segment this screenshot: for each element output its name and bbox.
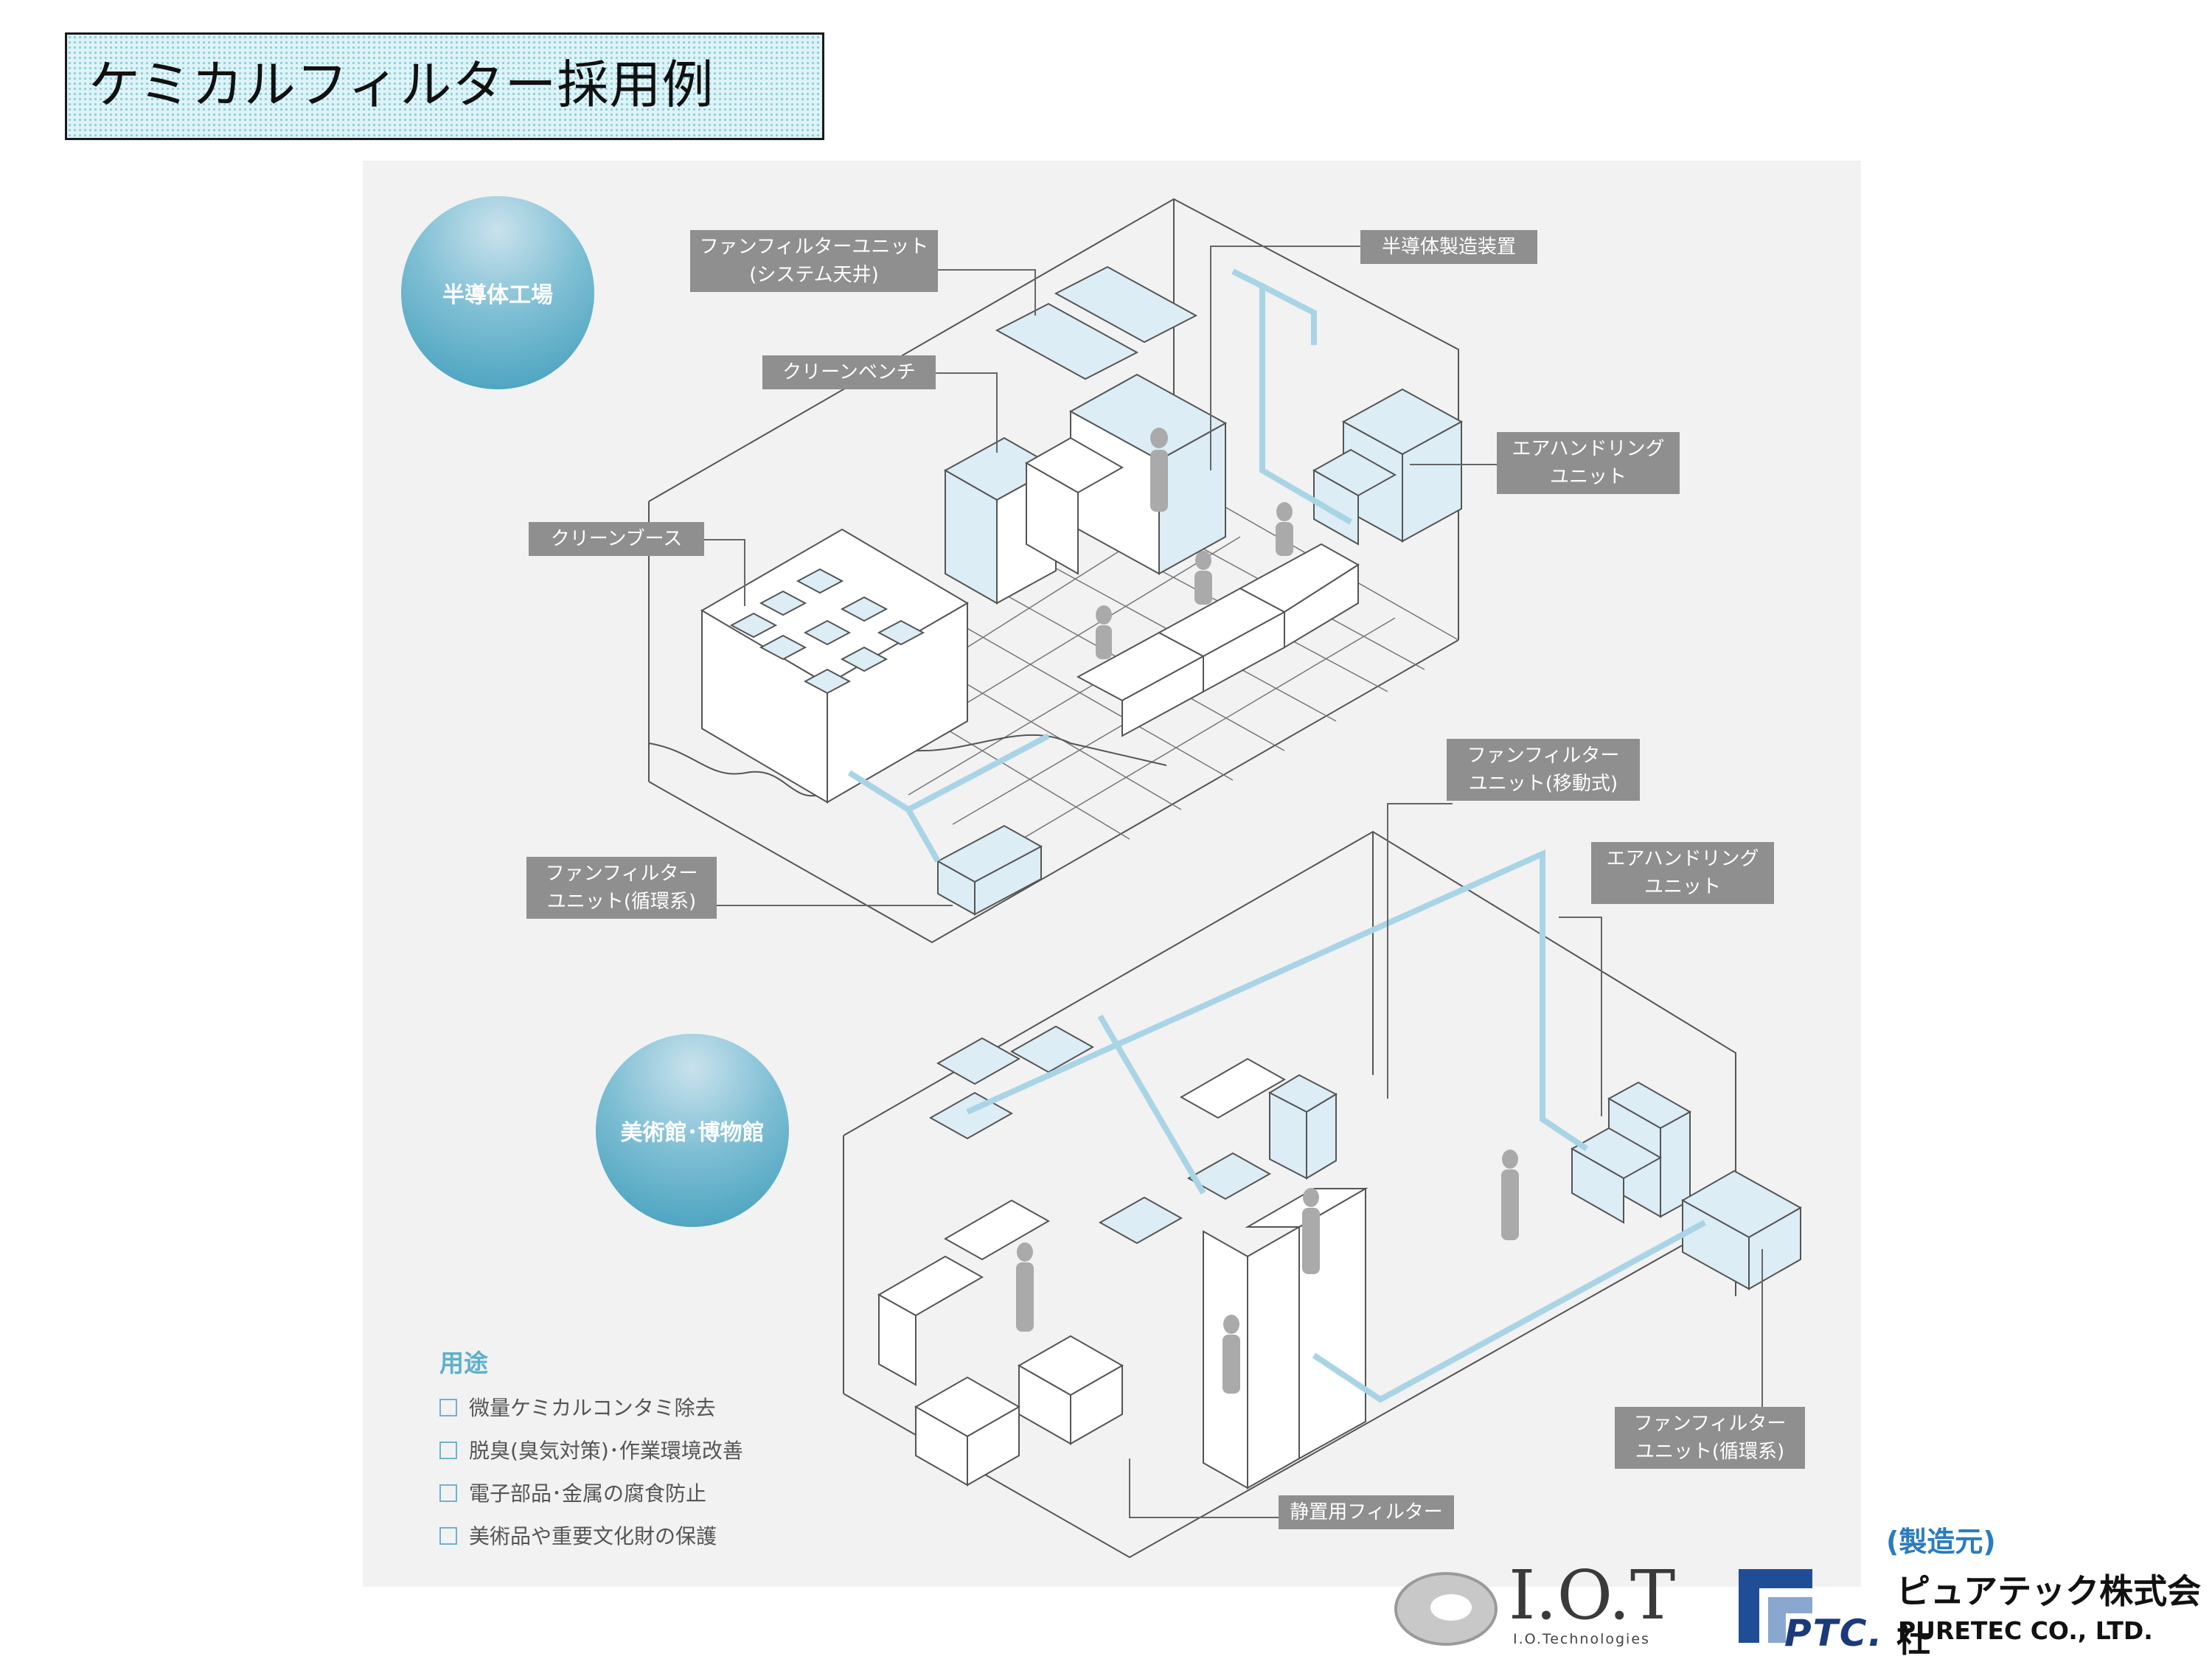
callout-ahu-top-line1: エアハンドリング [1512, 438, 1665, 460]
fab-room [648, 198, 1464, 944]
callout-ffu-circ-bottom-line2: ユニット(循環系) [1635, 1441, 1785, 1463]
uses-title: 用途 [439, 1349, 488, 1377]
callout-equipment: 半導体製造装置 [1360, 230, 1537, 264]
callout-ahu-top: エアハンドリング ユニット [1497, 432, 1680, 494]
puretec-name-en: PURETEC CO., LTD. [1898, 1616, 2153, 1645]
section-circle-fab: 半導体工場 [401, 196, 594, 389]
callout-static-filter-label: 静置用フィルター [1290, 1501, 1443, 1523]
callout-clean-bench-label: クリーンベンチ [782, 361, 916, 383]
ptc-logo-icon [1739, 1569, 1812, 1643]
callout-clean-booth: クリーンブース [529, 522, 704, 556]
use-item: 電子部品･金属の腐食防止 [439, 1478, 706, 1507]
callout-ffu-circ-top-line1: ファンフィルター [545, 863, 698, 885]
use-item-label: 微量ケミカルコンタミ除去 [469, 1396, 716, 1420]
callout-ffu-ceiling-line2: (システム天井) [749, 264, 879, 286]
checkbox-icon [439, 1399, 457, 1416]
use-item: 美術品や重要文化財の保護 [439, 1520, 717, 1550]
callout-ffu-ceiling: ファンフィルターユニット (システム天井) [690, 230, 938, 292]
callout-clean-booth-label: クリーンブース [550, 528, 683, 550]
room-illustration [648, 198, 1803, 1559]
page-title: ケミカルフィルター採用例 [88, 55, 714, 115]
iot-logo-subtext: I.O.Technologies [1513, 1631, 1650, 1647]
leader-lines [704, 246, 1763, 1518]
iot-logo-icon [1394, 1572, 1498, 1646]
illustration-panel: 半導体工場 美術館･博物館 ファンフィルターユニット (システム天井) 半導体製… [363, 161, 1861, 1587]
museum-room [843, 830, 1803, 1559]
callout-ahu-bottom: エアハンドリング ユニット [1591, 842, 1774, 904]
checkbox-icon [439, 1484, 457, 1502]
callout-ffu-circ-top-line2: ユニット(循環系) [546, 891, 697, 913]
callout-ffu-mobile-line1: ファンフィルター [1467, 745, 1620, 767]
callout-ffu-mobile: ファンフィルター ユニット(移動式) [1447, 739, 1640, 801]
puretec-name-jp: ピュアテック株式会社 [1896, 1571, 2202, 1660]
checkbox-icon [439, 1442, 457, 1459]
use-item: 微量ケミカルコンタミ除去 [439, 1392, 716, 1422]
ptc-logo-text: PTC. [1784, 1612, 1884, 1655]
callout-ahu-top-line2: ユニット [1549, 466, 1627, 488]
callout-ffu-circ-top: ファンフィルター ユニット(循環系) [526, 857, 717, 919]
callout-ahu-bottom-line2: ユニット [1644, 876, 1721, 898]
callout-ffu-circ-bottom-line1: ファンフィルター [1633, 1413, 1787, 1435]
section-circle-museum: 美術館･博物館 [596, 1034, 789, 1227]
title-box [65, 32, 824, 140]
manufacturer-label: (製造元) [1886, 1526, 1996, 1558]
callout-equipment-label: 半導体製造装置 [1381, 236, 1516, 258]
use-item: 脱臭(臭気対策)･作業環境改善 [439, 1435, 743, 1464]
callout-ffu-mobile-line2: ユニット(移動式) [1468, 773, 1618, 795]
callout-ahu-bottom-line1: エアハンドリング [1606, 848, 1759, 870]
checkbox-icon [439, 1527, 457, 1545]
callout-ffu-ceiling-line1: ファンフィルターユニット [699, 236, 929, 258]
use-item-label: 電子部品･金属の腐食防止 [469, 1481, 707, 1506]
callout-clean-bench: クリーンベンチ [762, 355, 936, 389]
iot-logo-text: I.O.T [1509, 1556, 1676, 1635]
callout-ffu-circ-bottom: ファンフィルター ユニット(循環系) [1615, 1407, 1805, 1469]
callout-static-filter: 静置用フィルター [1279, 1495, 1454, 1529]
use-item-label: 脱臭(臭気対策)･作業環境改善 [469, 1439, 743, 1463]
use-item-label: 美術品や重要文化財の保護 [469, 1524, 717, 1548]
